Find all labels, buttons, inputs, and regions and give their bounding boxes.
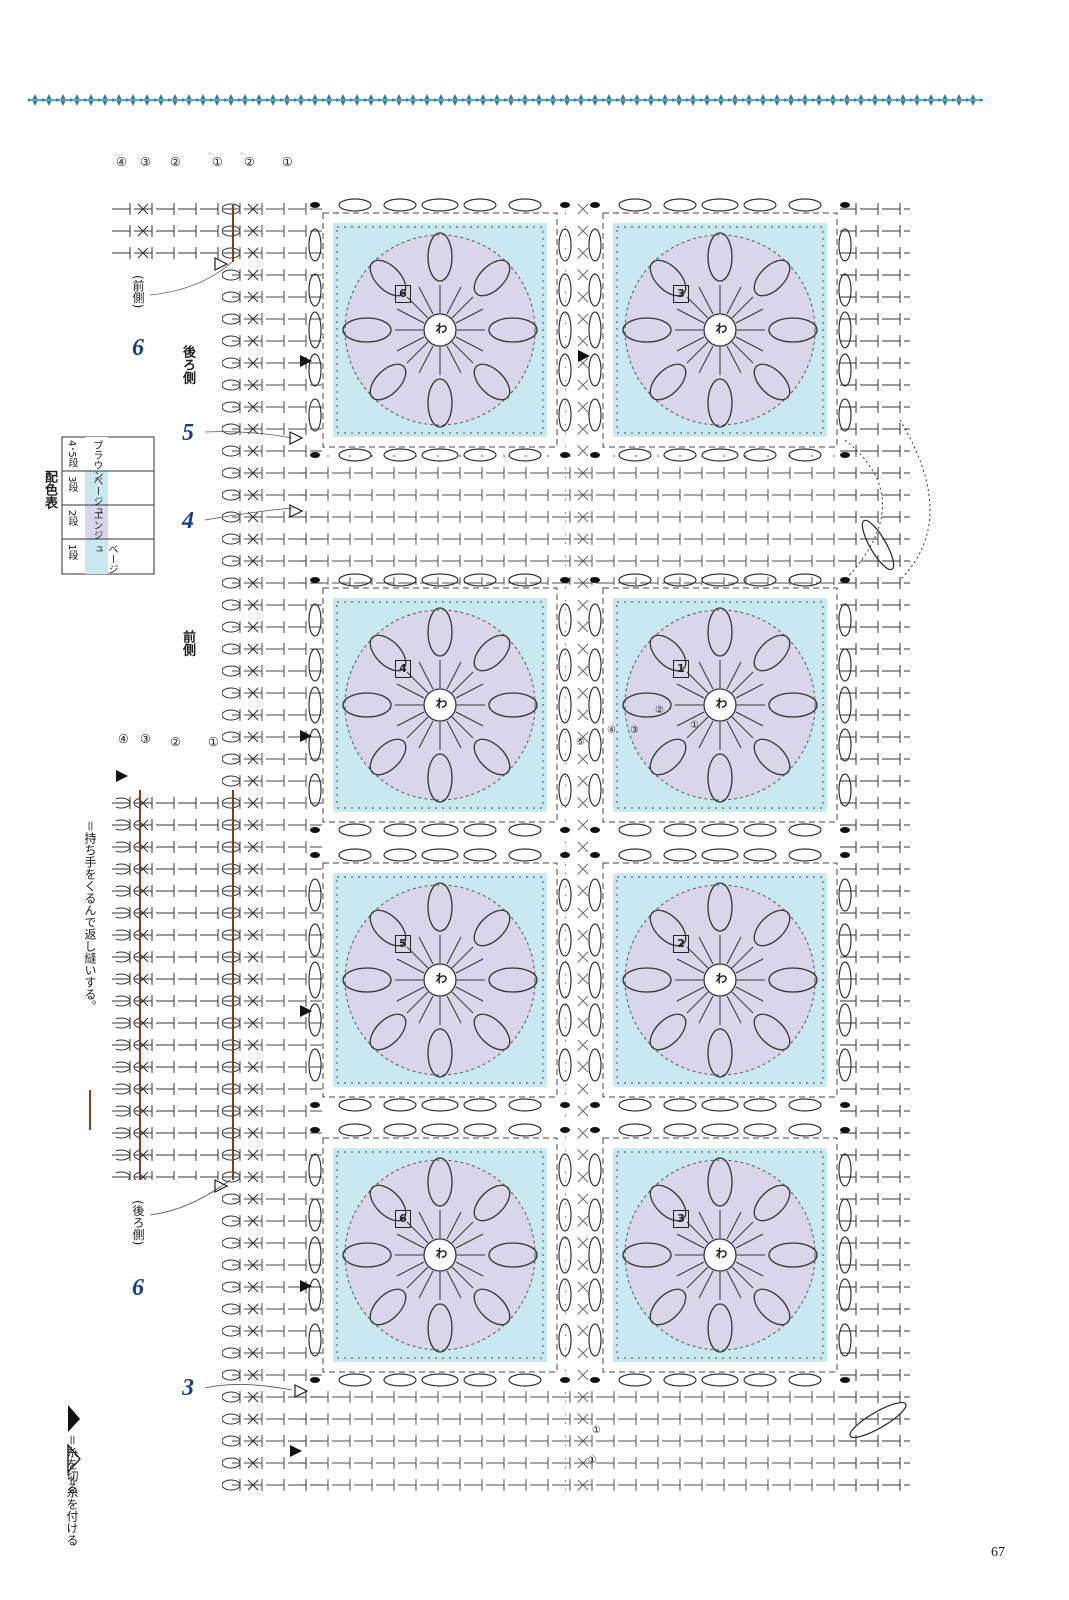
- motif-number-right-3: 2: [673, 935, 689, 953]
- row-number-6-bottom: 6: [132, 1275, 144, 1301]
- motif-number-left-1: 6: [395, 285, 411, 303]
- legend-cut-thread: ＝糸を切る: [65, 1434, 79, 1495]
- color-table: 4･5段 ブラウン 3段 ベージュ 2段 エンジ 1段 ベージュ: [60, 436, 156, 574]
- color-table-grid: [61, 436, 155, 575]
- row-mark-4-top: ④: [116, 155, 127, 169]
- row-mark-2-mid: ②: [170, 735, 181, 749]
- row-mark-3-mid: ③: [140, 732, 151, 746]
- label-back: 後ろ側: [180, 345, 195, 384]
- bottom-mark-1b: ①: [588, 1455, 597, 1466]
- row-mark-3-top: ③: [140, 155, 151, 169]
- label-front: 前側: [180, 630, 195, 656]
- bottom-mark-1a: ①: [592, 1425, 601, 1436]
- center-ring-left-1: わ: [434, 322, 448, 334]
- row-number-5: 5: [182, 420, 194, 446]
- motif-number-left-2: 4: [395, 660, 411, 678]
- color-enji: エンジ: [91, 510, 102, 540]
- legend-attach-thread: ＝糸を付ける: [65, 1474, 79, 1547]
- row-number-3: 3: [182, 1375, 194, 1401]
- center-ring-right-2: わ: [714, 697, 728, 709]
- color-beige-1: ベージュ: [91, 476, 102, 516]
- motif-round-1: ①: [690, 720, 699, 731]
- row-label-4-5: 4･5段: [66, 440, 77, 468]
- center-ring-right-3: わ: [714, 972, 728, 984]
- row-label-3: 3段: [66, 476, 77, 493]
- motif-number-right-1: 3: [673, 285, 689, 303]
- row-mark-1-top: ①: [212, 155, 223, 169]
- motif-round-3: ③: [630, 725, 639, 736]
- row-number-6-top: 6: [132, 335, 144, 361]
- handle-note: ＝持ち手をくるんで返し縫いする。: [83, 820, 97, 1013]
- motif-number-right-2: 1: [673, 660, 689, 678]
- color-table-title: 配色表: [42, 470, 57, 509]
- center-ring-left-3: わ: [434, 972, 448, 984]
- row-mark-2-top: ②: [170, 155, 181, 169]
- motif-number-left-3: 5: [395, 935, 411, 953]
- label-front-paren: (前側): [131, 275, 145, 309]
- motif-number-right-4: 3: [673, 1210, 689, 1228]
- motif-round-5: ⑤: [576, 737, 585, 748]
- row-mark-1-mid: ①: [208, 735, 219, 749]
- motif-round-4: ④: [607, 725, 616, 736]
- row-mark-4-mid: ④: [118, 732, 129, 746]
- row-label-2: 2段: [66, 510, 77, 527]
- row-label-1: 1段: [66, 544, 77, 561]
- color-beige-2: ベージュ: [91, 544, 117, 574]
- center-ring-right-1: わ: [714, 322, 728, 334]
- color-brown: ブラウン: [91, 440, 102, 480]
- center-ring-left-2: わ: [434, 697, 448, 709]
- page-number: 67: [991, 1545, 1005, 1560]
- row-mark-1b-top: ①: [282, 155, 293, 169]
- motif-round-2: ②: [655, 705, 664, 716]
- center-ring-right-4: わ: [714, 1247, 728, 1259]
- row-number-4: 4: [182, 508, 194, 534]
- motif-number-left-4: 6: [395, 1210, 411, 1228]
- label-back-paren: (後ろ側): [131, 1200, 145, 1246]
- center-ring-left-4: わ: [434, 1247, 448, 1259]
- decorative-border: [28, 92, 983, 108]
- row-mark-2b-top: ②: [244, 155, 255, 169]
